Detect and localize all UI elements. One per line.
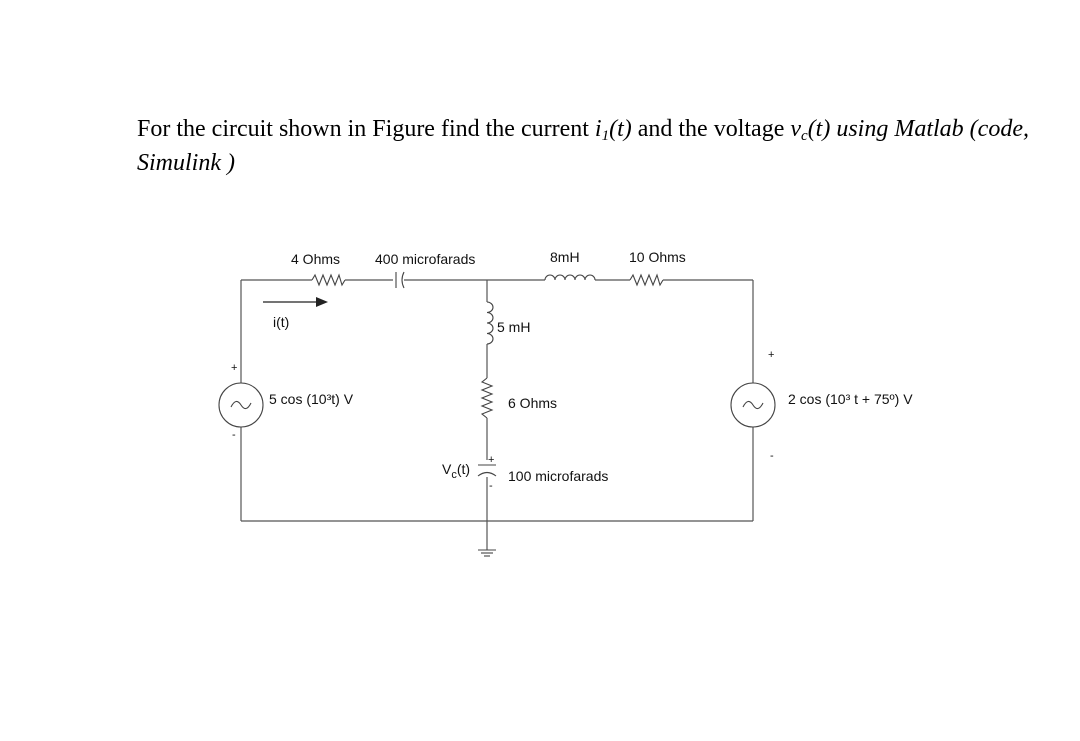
r1-label: 4 Ohms <box>291 251 340 267</box>
capacitor-400-microfarads <box>395 271 405 289</box>
c2-label: 100 microfarads <box>508 468 608 484</box>
l2-label: 5 mH <box>497 319 530 335</box>
source1-plus-sign: + <box>231 362 237 374</box>
resistor-10-ohms <box>629 273 664 287</box>
ac-source-2-icon <box>730 382 776 428</box>
l1-label: 8mH <box>550 249 580 265</box>
vc-label: Vc(t) <box>442 461 470 481</box>
current-label: i(t) <box>273 314 289 330</box>
capacitor-100-microfarads <box>477 464 497 477</box>
current-arrow-icon <box>263 297 328 307</box>
resistor-4-ohms <box>311 273 346 287</box>
ground-icon <box>478 549 496 557</box>
resistor-6-ohms <box>480 377 494 419</box>
source2-label: 2 cos (10³ t + 75º) V <box>788 391 913 407</box>
source1-label: 5 cos (10³t) V <box>269 391 354 407</box>
ac-source-1-icon <box>218 382 264 428</box>
r3-label: 6 Ohms <box>508 395 557 411</box>
source1-minus-sign: - <box>232 429 236 441</box>
source2-plus-sign: + <box>768 349 774 361</box>
inductor-8mh <box>544 274 596 281</box>
question-text: For the circuit shown in Figure find the… <box>137 116 1029 176</box>
vc-minus-sign: - <box>489 480 493 492</box>
r2-label: 10 Ohms <box>629 249 686 265</box>
inductor-5mh <box>486 301 494 345</box>
source2-minus-sign: - <box>770 450 774 462</box>
c1-label: 400 microfarads <box>375 251 475 267</box>
vc-plus-sign: + <box>488 454 494 466</box>
